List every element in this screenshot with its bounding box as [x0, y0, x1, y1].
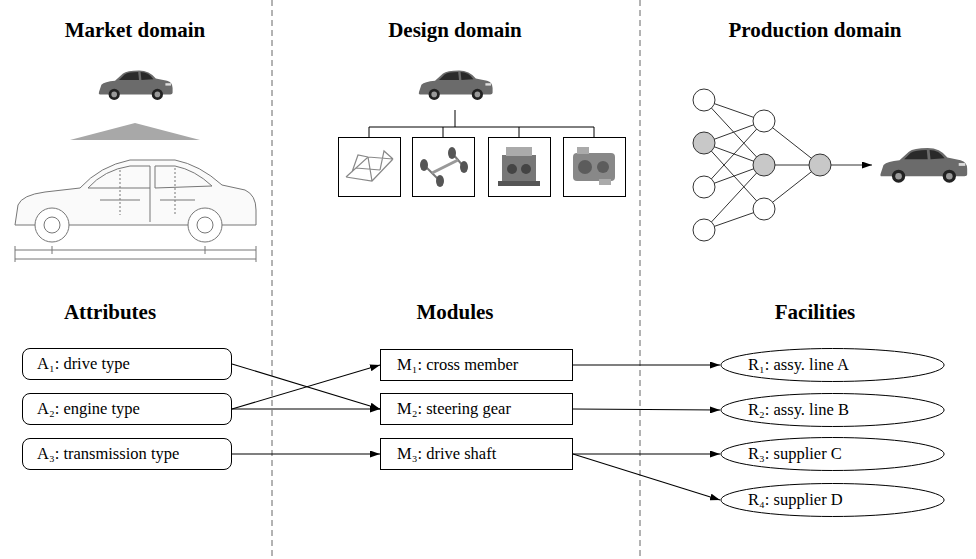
network-links: [704, 100, 872, 230]
chassis-icon: [413, 138, 475, 197]
column-heading: Facilities: [775, 300, 855, 324]
mapping-arrow: [573, 453, 720, 454]
node-text: R₂: assy. line B: [748, 400, 849, 420]
module-box: M₁: cross member: [380, 349, 573, 381]
node-text: R₄: supplier D: [748, 490, 843, 510]
mapping-arrow: [232, 364, 380, 409]
mapping-arrow: [232, 408, 380, 409]
transmission-icon: [564, 138, 626, 197]
mapping-arrow: [573, 454, 720, 500]
domain-heading: Market domain: [65, 18, 206, 42]
car-dimension-drawing: [15, 160, 256, 262]
node-text: M₃: drive shaft: [397, 444, 496, 464]
mapping-arrow: [573, 364, 720, 365]
node-text: A₂: engine type: [37, 399, 140, 419]
facility-ellipse: R₃: supplier C: [720, 437, 945, 471]
node-text: M₂: steering gear: [397, 399, 511, 419]
facility-ellipse: R₂: assy. line B: [720, 393, 945, 427]
node-text: A₃: transmission type: [37, 444, 179, 464]
mapping-arrow: [573, 409, 720, 410]
module-box: M₂: steering gear: [380, 393, 573, 425]
column-heading: Attributes: [64, 300, 156, 324]
attribute-box: A₂: engine type: [22, 393, 232, 425]
node-text: M₁: cross member: [397, 355, 518, 375]
attribute-box: A₁: drive type: [22, 348, 232, 380]
domain-heading: Production domain: [729, 18, 902, 42]
domain-heading: Design domain: [388, 18, 522, 42]
facility-ellipse: R₄: supplier D: [720, 483, 945, 517]
node-text: R₃: supplier C: [748, 444, 842, 464]
node-text: A₁: drive type: [37, 354, 130, 374]
mapping-arrow: [232, 453, 380, 454]
attribute-box: A₃: transmission type: [22, 438, 232, 470]
facility-ellipse: R₁: assy. line A: [720, 348, 945, 382]
module-tree: [369, 110, 594, 137]
triangle-symbol: [70, 123, 200, 140]
domain-separator: [272, 0, 273, 559]
car-picture: [419, 70, 493, 100]
engine-icon: [489, 138, 551, 197]
node-text: R₁: assy. line A: [748, 355, 849, 375]
body-frame-icon: [339, 138, 401, 197]
column-heading: Modules: [416, 300, 493, 324]
module-box: M₃: drive shaft: [380, 438, 573, 470]
car-picture: [99, 70, 173, 100]
network-nodes: [693, 89, 831, 241]
car-picture: [880, 148, 967, 183]
mapping-arrow: [232, 365, 380, 409]
